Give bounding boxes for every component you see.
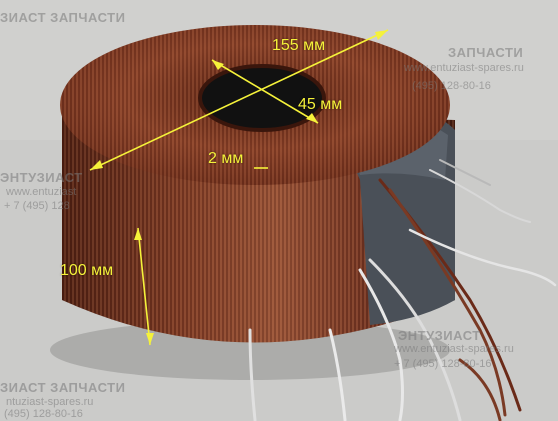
annotation-arrows <box>90 30 388 345</box>
lead-wires <box>248 159 557 421</box>
label-height: 100 мм <box>60 262 114 279</box>
watermark-title-top-left: ЗИАСТ ЗАПЧАСТИ <box>0 10 126 25</box>
center-hole <box>200 66 324 130</box>
watermark-site-bottom-left: ntuziast-spares.ru <box>6 396 94 408</box>
outer-diameter-line <box>89 29 389 171</box>
watermark-phone-top-right: (495) 128-80-16 <box>412 80 491 92</box>
watermark-phone-bottom-right: + 7 (495) 128-80-16 <box>394 358 492 370</box>
watermark-site-top-right: www.entuziast-spares.ru <box>404 62 524 74</box>
annotation-lines <box>89 29 389 346</box>
watermark-title-bottom-left: ЗИАСТ ЗАПЧАСТИ <box>0 380 126 395</box>
watermark-phone-bottom-left: (495) 128-80-16 <box>4 408 83 420</box>
watermark-phone-mid-left: + 7 (495) 128 <box>4 200 70 212</box>
watermark-title-bottom-right: ЭНТУЗИАСТ <box>398 328 481 343</box>
watermark-title-mid-left: ЭНТУЗИАСТ <box>0 170 83 185</box>
watermark-title-top-right: ЗАПЧАСТИ <box>448 45 524 60</box>
watermark-site-mid-left: www.entuziast <box>6 186 77 198</box>
watermark-site-bottom-right: www.entuziast-spares.ru <box>394 343 514 355</box>
label-wire-thickness: 2 мм <box>208 150 244 167</box>
inner-diameter-line <box>211 59 319 124</box>
height-line <box>137 227 151 346</box>
label-inner-diameter: 45 мм <box>298 96 343 113</box>
label-outer-diameter: 155 мм <box>272 37 326 54</box>
